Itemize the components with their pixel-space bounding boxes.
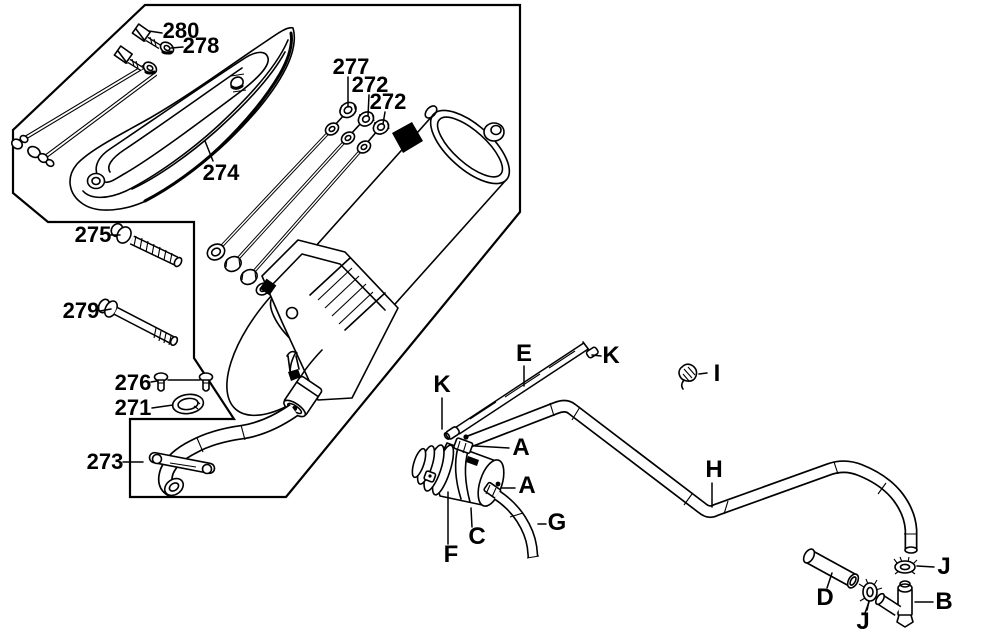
- muffler-tail-stub: [483, 122, 505, 142]
- clamp-A-top: [453, 434, 474, 454]
- label-273: 273: [87, 449, 124, 474]
- leader-lines: [99, 30, 935, 614]
- washer-278-b: [142, 61, 158, 75]
- frame-border: [11, 3, 522, 499]
- part-number-labels: 280 278 277 272 272 274 275 279 276 271 …: [63, 18, 407, 474]
- tube-D: [802, 548, 860, 589]
- hose-H: [465, 399, 918, 554]
- label-272b: 272: [370, 89, 407, 114]
- label-J-bottom: J: [856, 608, 869, 635]
- exhaust-pipe-273: [148, 403, 299, 497]
- label-276: 276: [115, 370, 152, 395]
- clip-I: [678, 363, 698, 390]
- label-E: E: [516, 340, 532, 367]
- label-279: 279: [63, 298, 100, 323]
- washer-278-a: [159, 41, 175, 55]
- heat-shield-274: [69, 26, 296, 211]
- bolt-set-280-278: [10, 23, 175, 168]
- label-C: C: [468, 523, 485, 550]
- label-J-right: J: [937, 553, 950, 580]
- label-275: 275: [75, 222, 112, 247]
- label-274: 274: [203, 160, 240, 185]
- label-G: G: [548, 509, 567, 536]
- label-278: 278: [183, 33, 220, 58]
- label-F: F: [444, 541, 459, 568]
- label-A-top: A: [512, 434, 529, 461]
- label-280: 280: [163, 18, 200, 43]
- nut-272-a: [357, 111, 375, 127]
- bolt-275: [110, 222, 183, 268]
- shield-mount-tab: [230, 73, 247, 93]
- hose-G: [493, 490, 540, 559]
- label-277: 277: [333, 54, 370, 79]
- cap-K-left: [443, 426, 460, 440]
- pipe-flange: [148, 451, 216, 475]
- hose-ref-labels: E K K I A A H G C F D J B J: [433, 340, 952, 635]
- muffler-bracket: [259, 239, 399, 401]
- bolt-279: [97, 298, 179, 347]
- label-K-left: K: [433, 371, 451, 398]
- clamp-J-right: [893, 556, 918, 575]
- clip-276-a: [153, 372, 169, 392]
- label-A-mid: A: [518, 472, 535, 499]
- drain-pipe-E: [443, 341, 599, 440]
- fitting-B: [874, 580, 914, 628]
- canister-assembly: [411, 434, 540, 559]
- clip-set-276: [153, 372, 214, 392]
- label-D: D: [816, 584, 833, 611]
- nut-272-b: [372, 119, 390, 135]
- nut-277: [339, 101, 357, 119]
- label-272a: 272: [352, 72, 389, 97]
- gasket-271: [171, 393, 205, 415]
- label-I: I: [714, 360, 721, 387]
- label-H: H: [705, 456, 722, 483]
- bolt-280-a: [131, 23, 162, 50]
- muffler-body: [226, 105, 511, 417]
- clamp-J-bottom: [858, 578, 883, 611]
- label-B: B: [935, 588, 952, 615]
- label-271: 271: [115, 395, 152, 420]
- bolt-280-b: [113, 45, 144, 72]
- label-K-right: K: [602, 342, 620, 369]
- clip-276-b: [198, 372, 214, 392]
